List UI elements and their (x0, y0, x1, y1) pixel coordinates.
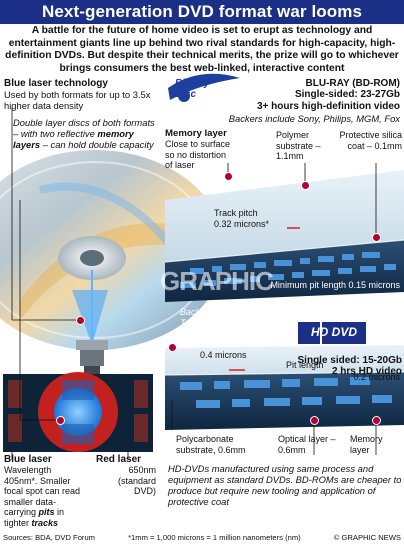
track-pitch-heading: Track pitch (214, 208, 258, 218)
memory-layer-block: Memory layer Close to surface so no dist… (165, 128, 233, 171)
red-laser-caption: Red laser 650nm (standard DVD) (96, 454, 156, 497)
polymer-substrate-label: Polymer substrate – 1.1mm (276, 130, 321, 161)
blue-laser-text: Smaller focal spot can read smaller data… (4, 475, 81, 518)
blue-laser-tech-block: Blue laser technology Used by both forma… (4, 78, 164, 111)
bluray-specs: BLU-RAY (BD-ROM) Single-sided: 23-27Gb (230, 78, 400, 100)
footer-credit: © GRAPHIC NEWS (333, 533, 401, 542)
leader-dot (301, 181, 310, 190)
polycarbonate-label: Polycarbonate substrate, 0.6mm (176, 434, 246, 455)
hddvd-backers: Backers include Sanyo, Toshiba, the Warn… (180, 307, 275, 328)
blue-laser-caption: Blue laser Wavelength 405nm*. Smaller fo… (4, 454, 86, 528)
hddvd-track-label: 0.4 microns (200, 350, 247, 360)
memory-layer-heading: Memory layer (165, 128, 227, 139)
double-layer-note: Double layer discs of both formats – wit… (13, 117, 161, 150)
laser-spot-diagram (3, 372, 153, 452)
blue-laser-tech-body: Used by both formats for up to 3.5x high… (4, 89, 151, 111)
bluray-video: 3+ hours high-definition video (256, 101, 400, 112)
memory-layer-body: Close to surface so no distortion of las… (165, 139, 231, 170)
track-pitch-label: Track pitch 0.32 microns* (214, 208, 306, 229)
blue-laser-wavelength: Wavelength 405nm*. (4, 465, 52, 486)
blue-laser-text-mid: in tighter (4, 507, 65, 528)
hddvd-specs: Single sided: 15-20Gb 2 hrs HD video (230, 355, 402, 377)
track-pitch-value: 0.32 microns* (214, 218, 270, 229)
protective-coat-label: Protective silica coat – 0.1mm (339, 130, 402, 151)
hddvd-pit-label: Pit length (286, 360, 324, 370)
memory-layers-emphasis: memory layers (13, 128, 134, 150)
leader-dot (168, 343, 177, 352)
blue-laser-heading: Blue laser (4, 454, 52, 465)
leader-dot (372, 233, 381, 242)
footer: Sources: BDA, DVD Forum *1mm = 1,000 mic… (3, 533, 401, 542)
hddvd-layer-diagram (164, 322, 404, 430)
hddvd-pit-value: 0.2 microns (353, 372, 400, 382)
intro-paragraph: A battle for the future of home video is… (5, 25, 399, 74)
double-layer-text-end: – can hold double capacity (40, 139, 154, 150)
tracks-emphasis: tracks (31, 517, 59, 528)
hddvd-logo: HD DVD (310, 325, 357, 339)
hddvd-note: HD-DVDs manufactured using same process … (168, 463, 402, 507)
leader-dot (372, 416, 381, 425)
watermark: GRAPHIC (160, 266, 274, 296)
title-bar: Next-generation DVD format war looms (0, 0, 404, 24)
min-pit-length-label: Minimum pit length 0.15 microns (270, 280, 400, 290)
leader-dot (76, 316, 85, 325)
optical-layer-label: Optical layer – 0.6mm (278, 434, 336, 455)
memory-layer-label: Memory layer (350, 434, 383, 455)
pits-emphasis: pits (38, 507, 55, 517)
red-laser-body: 650nm (standard DVD) (117, 465, 156, 496)
leader-dot (56, 416, 65, 425)
bluray-backers: Backers include Sony, Philips, MGM, Fox (228, 113, 400, 124)
leader-dot (310, 416, 319, 425)
double-layer-text: Double layer discs of both formats – wit… (13, 117, 155, 139)
bluray-capacity: Single-sided: 23-27Gb (294, 89, 400, 100)
bluray-layer-diagram (164, 73, 404, 302)
blue-laser-body: Wavelength 405nm*. Smaller focal spot ca… (4, 465, 86, 528)
bluray-name: BLU-RAY (BD-ROM) (305, 78, 400, 89)
hddvd-capacity: Single sided: 15-20Gb (297, 355, 402, 366)
leader-dot (224, 172, 233, 181)
laser-head (76, 340, 108, 374)
footer-note: *1mm = 1,000 microns = 1 million nanomet… (128, 533, 301, 542)
hddvd-video: 2 hrs HD video (331, 366, 402, 377)
red-laser-heading: Red laser (96, 454, 142, 465)
footer-sources: Sources: BDA, DVD Forum (3, 533, 95, 542)
bluray-logo: Blu-ray Disc (175, 78, 210, 100)
page-title: Next-generation DVD format war looms (41, 2, 363, 21)
blue-laser-tech-heading: Blue laser technology (4, 78, 108, 89)
